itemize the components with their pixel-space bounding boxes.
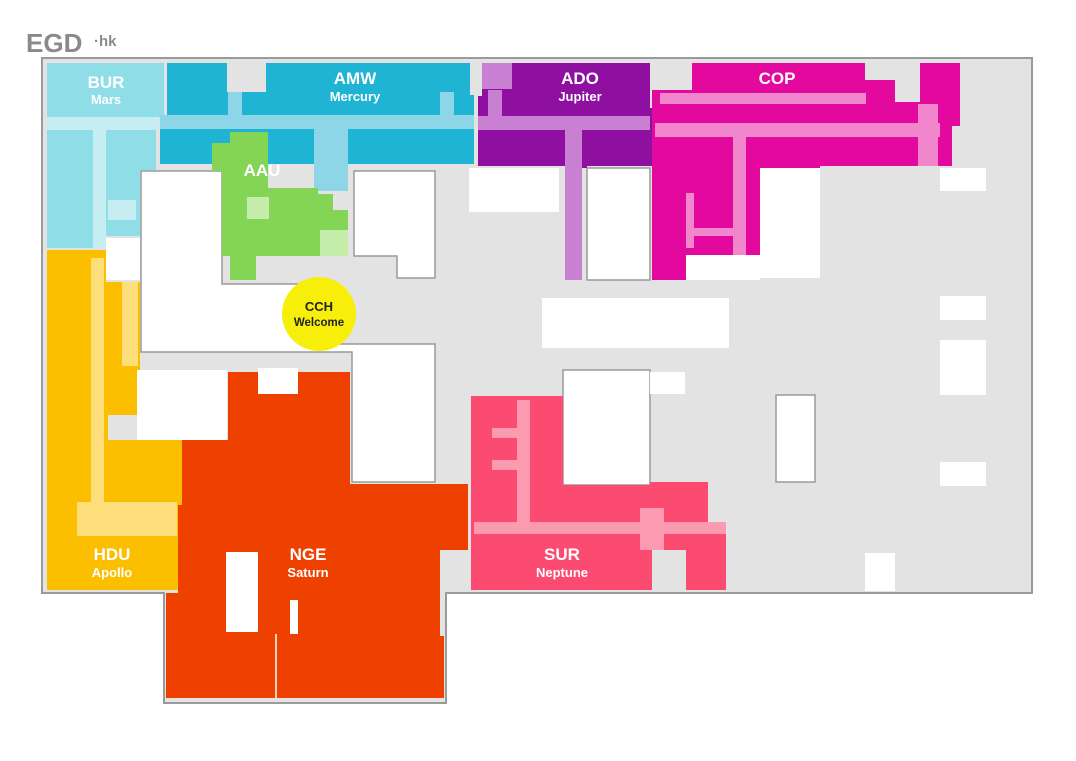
egd-logo: EGD ·hk (26, 28, 117, 58)
bur-code: BUR (88, 73, 125, 92)
amw-name: Mercury (330, 89, 381, 104)
cch-name: Welcome (294, 317, 344, 329)
zone-aau[interactable]: AAU (212, 132, 348, 280)
aau-code: AAU (244, 161, 281, 180)
zone-hdu[interactable]: HDU Apollo (47, 250, 182, 590)
zone-cop[interactable]: COP (652, 63, 960, 280)
cop-code: COP (759, 69, 796, 88)
zone-bur[interactable]: BUR Mars (47, 63, 164, 248)
sur-name: Neptune (536, 565, 588, 580)
ado-name: Jupiter (558, 89, 601, 104)
zone-cch[interactable]: CCH Welcome (282, 277, 356, 351)
hdu-name: Apollo (92, 565, 132, 580)
hdu-code: HDU (94, 545, 131, 564)
nge-name: Saturn (287, 565, 328, 580)
ado-code: ADO (561, 69, 599, 88)
zone-nge[interactable]: NGE Saturn (166, 372, 468, 698)
amw-code: AMW (334, 69, 377, 88)
zone-ado[interactable]: ADO Jupiter (478, 63, 662, 280)
cch-code: CCH (305, 299, 333, 314)
logo-main: EGD (26, 28, 82, 58)
sur-code: SUR (544, 545, 580, 564)
bur-name: Mars (91, 92, 121, 107)
zone-sur[interactable]: SUR Neptune (471, 396, 726, 590)
nge-code: NGE (290, 545, 327, 564)
logo-suffix: ·hk (94, 33, 117, 50)
